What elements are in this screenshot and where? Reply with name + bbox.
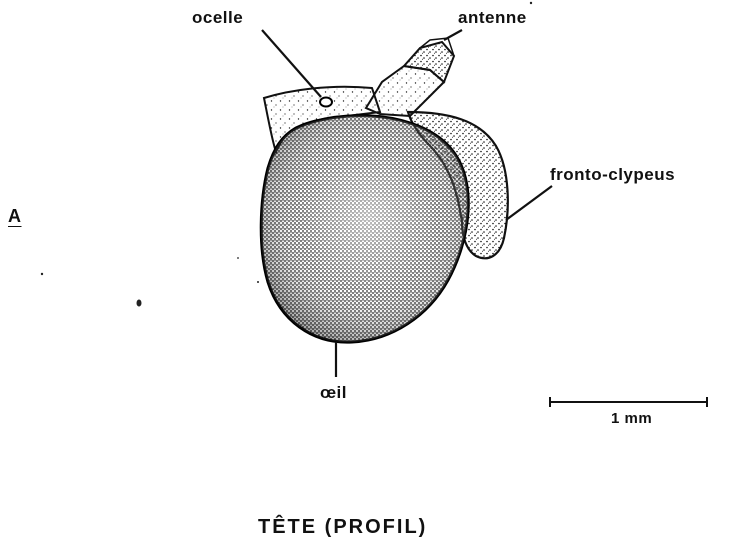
panel-letter: A: [8, 206, 22, 227]
label-ocelle: ocelle: [192, 8, 243, 28]
scale-bar-label: 1 mm: [611, 410, 652, 427]
leader-fronto-clypeus: [506, 186, 552, 220]
label-fronto-clypeus: fronto-clypeus: [550, 165, 675, 185]
leader-antenne: [444, 30, 462, 40]
label-oeil: œil: [320, 383, 347, 403]
figure-caption: TÊTE (PROFIL): [258, 516, 427, 539]
leader-ocelle: [262, 30, 321, 97]
scale-bar: [550, 397, 707, 407]
label-antenne: antenne: [458, 8, 527, 28]
compound-eye-shape: [261, 116, 468, 343]
antenna-shape: [366, 38, 454, 116]
ocellus-shape: [320, 98, 332, 107]
